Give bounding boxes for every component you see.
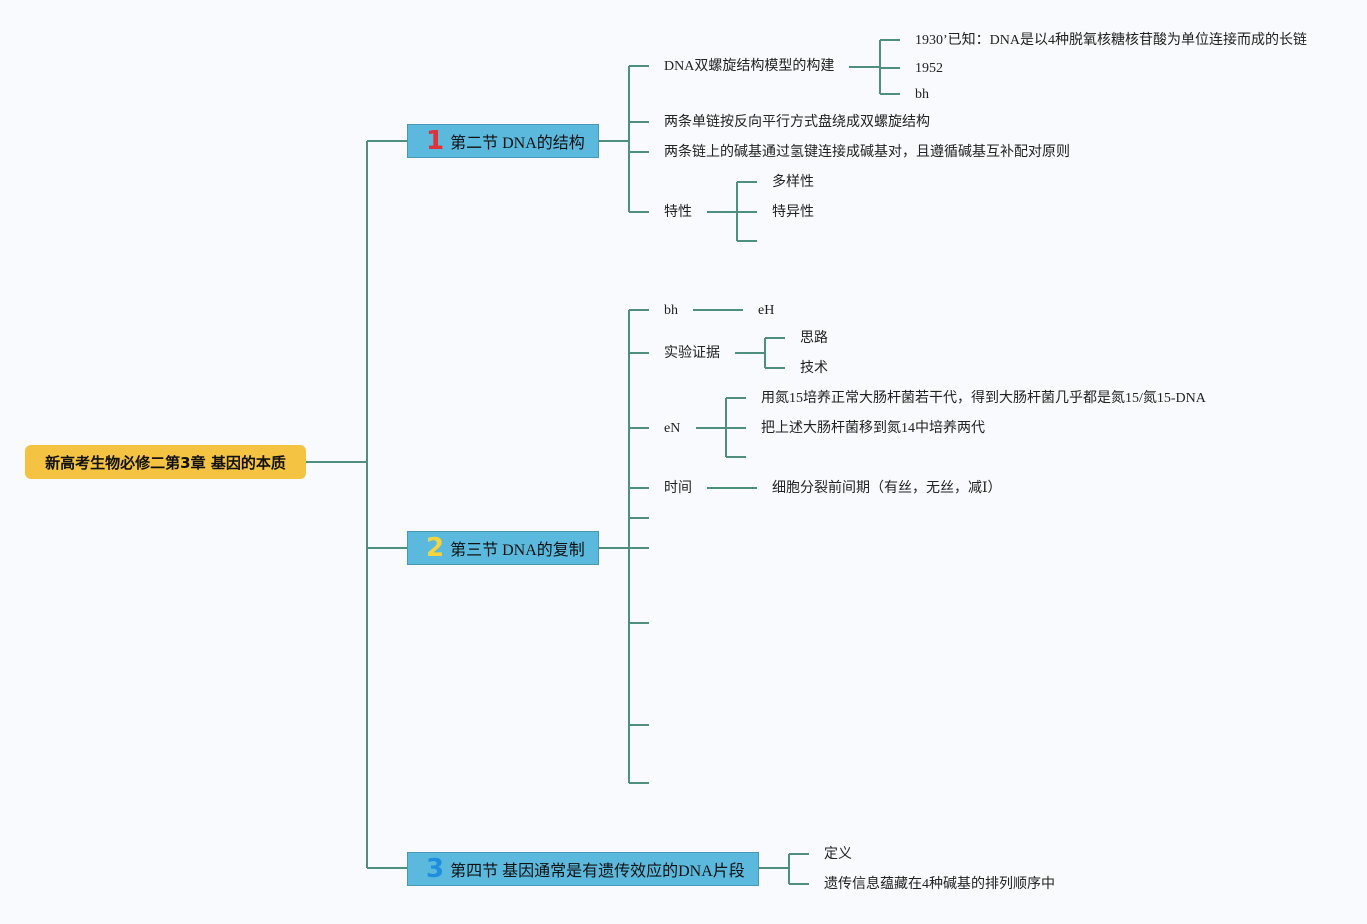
topic-item[interactable]: 技术: [800, 361, 828, 376]
topic-experiment[interactable]: 实验证据: [664, 346, 720, 361]
root-topic[interactable]: 新高考生物必修二第3章 基因的本质: [25, 445, 306, 479]
topic-item[interactable]: 1952: [915, 61, 943, 76]
topic-bh[interactable]: bh: [664, 303, 678, 318]
section-gene[interactable]: 3 第四节 基因通常是有遗传效应的DNA片段: [407, 852, 759, 886]
topic-item[interactable]: 两条单链按反向平行方式盘绕成双螺旋结构: [664, 115, 930, 130]
topic-item[interactable]: 用氮15培养正常大肠杆菌若干代，得到大肠杆菌几乎都是氮15/氮15-DNA: [761, 391, 1206, 406]
section-dna-replication[interactable]: 2 第三节 DNA的复制: [407, 531, 599, 565]
topic-item[interactable]: 多样性: [772, 175, 814, 190]
topic-item[interactable]: 两条链上的碱基通过氢键连接成碱基对，且遵循碱基互补配对原则: [664, 145, 1070, 160]
topic-item[interactable]: 思路: [800, 331, 828, 346]
topic-item[interactable]: 1930’已知：DNA是以4种脱氧核糖核苷酸为单位连接而成的长链: [915, 33, 1307, 48]
section-title: 第三节 DNA的复制: [450, 542, 585, 559]
topic-item[interactable]: 遗传信息蕴藏在4种碱基的排列顺序中: [824, 877, 1055, 892]
topic-time[interactable]: 时间: [664, 481, 692, 496]
section-dna-structure[interactable]: 1 第二节 DNA的结构: [407, 124, 599, 158]
section-title: 第四节 基因通常是有遗传效应的DNA片段: [450, 863, 745, 880]
topic-item[interactable]: 把上述大肠杆菌移到氮14中培养两代: [761, 421, 985, 436]
number-3-icon: 3: [426, 854, 445, 884]
topic-item[interactable]: 定义: [824, 847, 852, 862]
topic-trait[interactable]: 特性: [664, 205, 692, 220]
topic-item[interactable]: eH: [758, 303, 775, 318]
topic-model[interactable]: DNA双螺旋结构模型的构建: [664, 59, 835, 74]
section-title: 第二节 DNA的结构: [450, 135, 585, 152]
number-2-icon: 2: [426, 533, 445, 563]
topic-eN[interactable]: eN: [664, 421, 681, 436]
topic-item[interactable]: bh: [915, 87, 929, 102]
topic-item[interactable]: 特异性: [772, 205, 814, 220]
topic-item[interactable]: 细胞分裂前间期（有丝，无丝，减Ⅰ）: [772, 481, 1002, 496]
number-1-icon: 1: [426, 126, 445, 156]
